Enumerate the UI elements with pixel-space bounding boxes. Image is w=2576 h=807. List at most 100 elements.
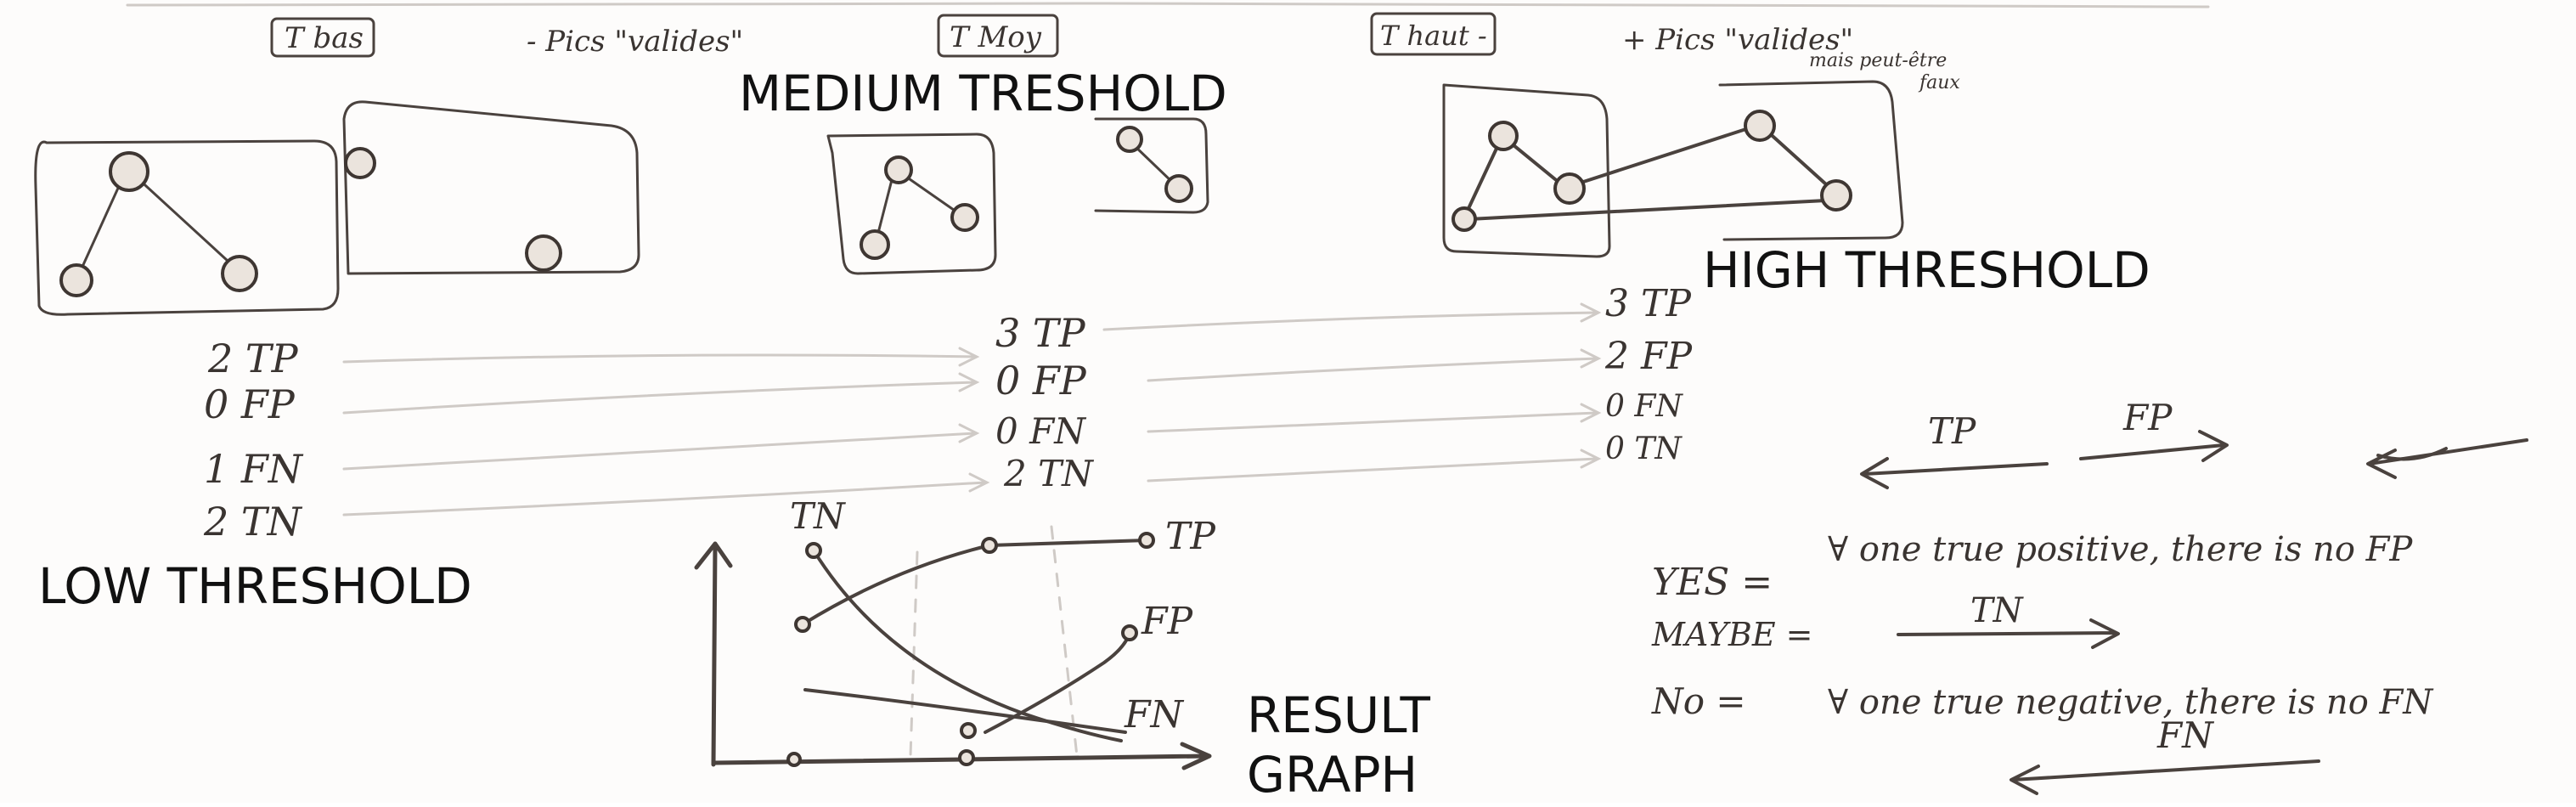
threshold-line-low [909,550,919,758]
arrow [342,372,980,415]
medium-cluster-box-1 [826,133,997,275]
edge [902,173,961,216]
fn-curve [803,688,1127,734]
t-mid-box [937,14,1059,58]
edge [1571,124,1758,187]
t-low-note: T bas [285,21,364,55]
node [950,203,979,232]
arrow [1147,403,1602,433]
point [1121,624,1138,641]
high-count-fp: 2 FP [1604,335,1694,378]
medium-cluster-box-2 [1094,117,1209,214]
threshold-line-high [1050,525,1079,758]
low-count-tp: 2 TP [207,336,299,381]
t-low-box [270,17,375,58]
edge [1763,127,1836,194]
high-threshold-heading: HIGH THRESHOLD [1703,241,2150,299]
node [1553,172,1586,205]
node [1744,110,1776,142]
result-heading-line1: RESULT [1247,686,1431,744]
tn-arrow [1897,618,2120,649]
low-cluster-box-1 [34,139,340,316]
result-label-tp: TP [1165,515,1216,558]
low-count-fp: 0 FP [204,381,296,427]
low-count-fn: 1 FN [204,446,304,492]
t-mid-note: T Moy [950,20,1042,54]
node [860,229,890,260]
legend-maybe-key: MAYBE = [1651,616,1812,653]
medium-counts: 3 TP 0 FP 0 FN 2 TN [995,310,1094,494]
node [1116,126,1143,153]
high-counts: 3 TP 2 FP 0 FN 0 TN [1604,282,1694,466]
result-heading-line2: GRAPH [1247,746,1418,803]
arrow [342,347,980,367]
high-cluster-box-1 [1442,83,1611,258]
point [960,722,977,739]
legend-yes-text: ∀ one true positive, there is no FP [1828,530,2413,569]
node [59,263,93,297]
tp-arrow [1860,457,2049,489]
node [1820,179,1852,212]
point [958,749,975,766]
scribbled-arrow [2366,438,2528,479]
result-label-tn: TN [790,495,846,537]
plus-note: + Pics "valides" [1622,23,1853,57]
high-count-fn: 0 FN [1605,389,1683,424]
result-label-fp: FP [1141,600,1194,643]
point [1138,532,1155,549]
legend-yes-key: YES = [1652,561,1773,604]
fp-arrow [2079,430,2229,462]
low-counts: 2 TP 0 FP 1 FN 2 TN [203,336,304,545]
arrow [342,423,980,471]
edge [1507,139,1566,189]
arrow [1147,449,1602,483]
legend-no-key: No = [1651,680,1746,722]
fn-arrow [2010,759,2320,795]
fp-curve [984,631,1131,734]
transition-arrows [342,302,1602,516]
arrow [1147,348,1602,382]
t-high-note: T haut - [1380,20,1487,52]
tp-curve [801,539,1148,626]
edge [875,172,895,241]
medium-count-fp: 0 FP [995,358,1087,404]
node [1488,121,1519,151]
paper-edge [126,2,2210,8]
medium-count-tp: 3 TP [995,310,1086,356]
node [525,234,562,272]
node [1451,206,1477,232]
t-high-box [1370,12,1497,56]
result-graph: TN TP FP FN [694,495,1216,770]
direction-arrows: TP FP TN FN [1860,397,2528,795]
arrow [1102,302,1602,331]
low-count-tn: 2 TN [203,499,303,545]
low-threshold-heading: LOW THRESHOLD [38,557,472,615]
tn-curve [812,549,1123,742]
result-label-fn: FN [1124,693,1185,736]
node [109,151,149,192]
medium-count-tn: 2 TN [1003,453,1094,494]
low-threshold-graphs [34,100,640,316]
point [805,542,822,559]
plus-sub1: mais peut-être [1809,50,1947,71]
medium-threshold-heading: MEDIUM TRESHOLD [739,65,1227,122]
node [1164,174,1193,203]
legend-no-text: ∀ one true negative, there is no FN [1828,683,2434,722]
fn-arrow-label: FN [2156,714,2214,756]
plus-sub2: faux [1918,72,1960,93]
node [344,147,376,179]
fp-arrow-label: FP [2122,397,2173,438]
arrow [342,472,990,516]
high-threshold-graphs [1442,80,1904,258]
point [794,616,811,633]
edge [1468,199,1828,221]
legend: YES = ∀ one true positive, there is no F… [1651,530,2434,722]
y-axis [694,541,733,767]
high-cluster-box-2 [1718,80,1904,241]
medium-count-fn: 0 FN [995,410,1086,452]
edge [76,173,126,278]
high-count-tp: 3 TP [1605,282,1692,325]
high-count-tn: 0 TN [1605,432,1683,466]
